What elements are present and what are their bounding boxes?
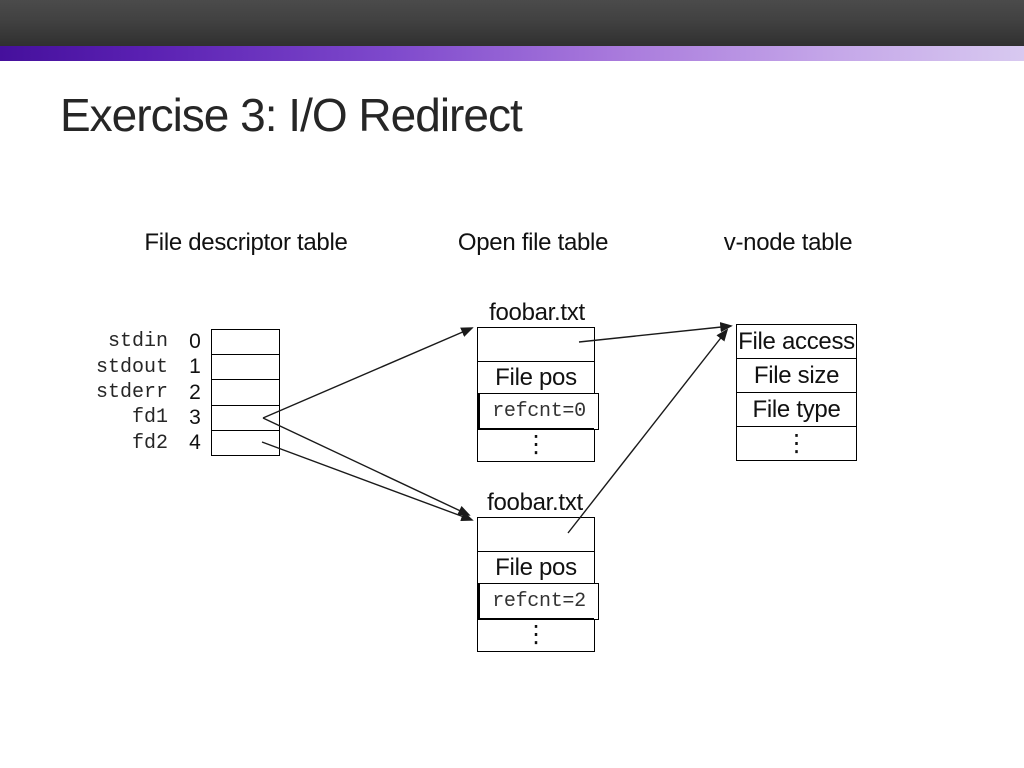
open-file-table-bottom: File pos refcnt=2 ⋮ bbox=[477, 517, 599, 652]
fd-index-0: 0 bbox=[189, 329, 201, 353]
arrow-fd2-to-open-bottom bbox=[261, 441, 474, 521]
fd-name-fd2: fd2 bbox=[131, 431, 168, 455]
open-file-table-label: Open file table bbox=[457, 229, 609, 256]
open-top-row-filepos: File pos bbox=[478, 360, 594, 395]
vnode-table: File access File size File type ⋮ bbox=[736, 324, 857, 461]
fd-name-fd1: fd1 bbox=[131, 406, 168, 430]
header-bar bbox=[0, 0, 1024, 46]
header-accent-stripe bbox=[0, 46, 1024, 61]
open-file-top-filename: foobar.txt bbox=[489, 299, 585, 326]
vnode-row-file-access: File access bbox=[738, 327, 855, 355]
fd-index-1: 1 bbox=[189, 355, 201, 379]
file-descriptor-table bbox=[211, 329, 280, 456]
fd-cell-1 bbox=[212, 354, 279, 379]
arrow-fd1-to-open-top bbox=[262, 327, 474, 419]
fd-name-stdout: stdout bbox=[95, 355, 168, 379]
fd-cell-2 bbox=[212, 379, 279, 404]
open-top-row-ellipsis: ⋮ bbox=[478, 427, 594, 462]
open-top-row-refcnt: refcnt=0 bbox=[477, 393, 599, 430]
vnode-row-file-size: File size bbox=[737, 358, 856, 392]
open-bottom-row-empty bbox=[478, 518, 594, 551]
open-bottom-row-ellipsis: ⋮ bbox=[478, 617, 594, 652]
vnode-row-file-type: File type bbox=[737, 392, 856, 426]
fd-cell-4 bbox=[212, 429, 279, 455]
arrow-fd1-to-open-bottom bbox=[262, 417, 471, 516]
open-bottom-row-refcnt: refcnt=2 bbox=[477, 583, 599, 620]
open-top-row-empty bbox=[478, 328, 594, 361]
fd-cell-3 bbox=[212, 404, 279, 430]
slide-title: Exercise 3: I/O Redirect bbox=[60, 89, 523, 141]
fd-table-label: File descriptor table bbox=[144, 229, 348, 256]
vnode-row-ellipsis: ⋮ bbox=[737, 426, 856, 460]
fd-row-indexes: 0 1 2 3 4 bbox=[182, 329, 208, 456]
fd-index-2: 2 bbox=[189, 380, 201, 404]
fd-index-3: 3 bbox=[189, 405, 201, 429]
vnode-table-label: v-node table bbox=[723, 229, 853, 256]
refcnt-0-box: refcnt=0 bbox=[477, 393, 599, 430]
open-bottom-row-filepos: File pos bbox=[478, 550, 594, 585]
fd-cell-0 bbox=[212, 330, 279, 354]
fd-name-stdin: stdin bbox=[107, 330, 168, 354]
fd-row-names: stdin stdout stderr fd1 fd2 bbox=[92, 329, 168, 456]
fd-index-4: 4 bbox=[189, 431, 201, 455]
refcnt-2-box: refcnt=2 bbox=[477, 583, 599, 620]
open-file-table-top: File pos refcnt=0 ⋮ bbox=[477, 327, 599, 462]
fd-name-stderr: stderr bbox=[95, 381, 168, 405]
arrow-open-top-to-vnode bbox=[578, 322, 733, 343]
open-file-bottom-filename: foobar.txt bbox=[487, 489, 583, 516]
